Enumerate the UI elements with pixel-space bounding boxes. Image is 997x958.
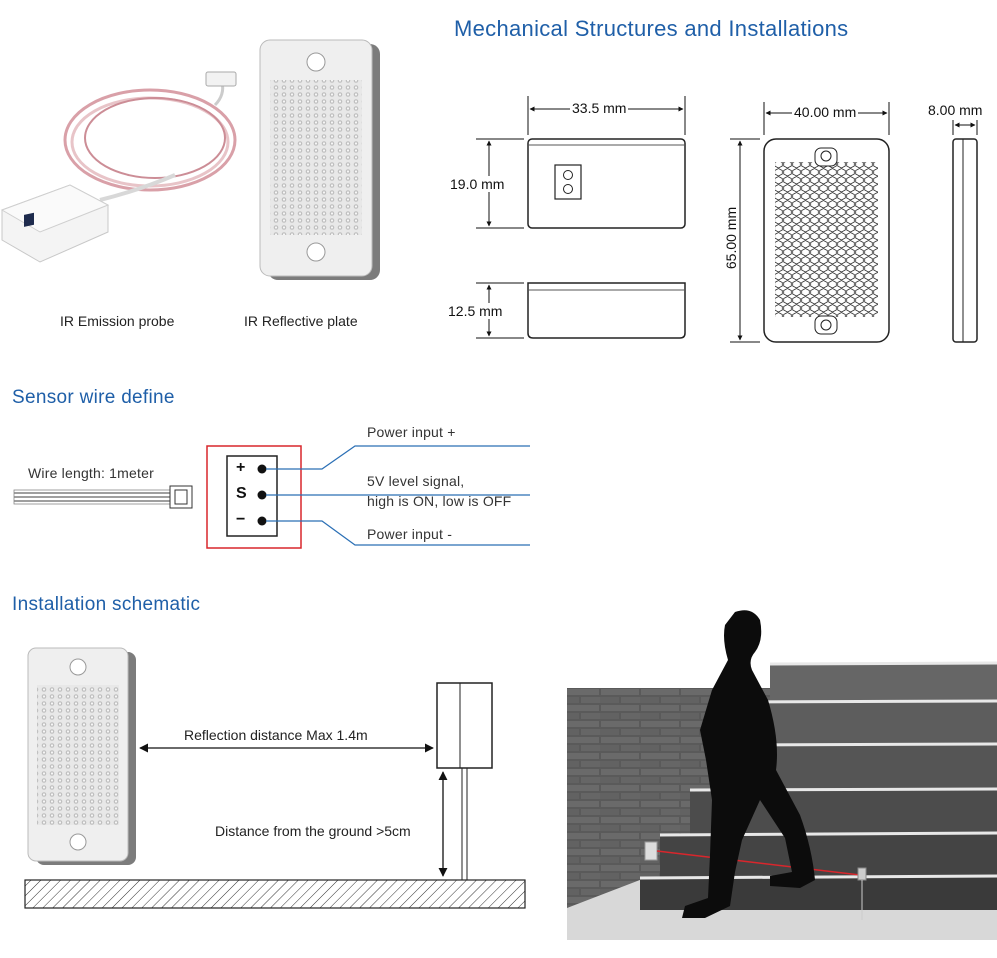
- pin-plus-label: +: [236, 459, 246, 476]
- pin-signal-label: S: [236, 485, 247, 502]
- mechanical-title: Mechanical Structures and Installations: [454, 16, 849, 41]
- probe-caption: IR Emission probe: [60, 313, 175, 329]
- box-width-dimension: 33.5 mm: [570, 100, 629, 116]
- sensor-box-side-drawing: [476, 282, 686, 339]
- signal-label-line2: high is ON, low is OFF: [367, 493, 512, 509]
- ir-emission-probe-image: [0, 71, 237, 263]
- pin-minus-label: −: [236, 511, 246, 528]
- box-depth-dimension: 12.5 mm: [446, 303, 505, 319]
- plate-height-dimension: 65.00 mm: [723, 204, 740, 272]
- stairs-scene-image: [567, 610, 997, 940]
- ground-hatch: [24, 879, 526, 909]
- installation-section-title: Installation schematic: [12, 594, 201, 615]
- power-plus-label: Power input +: [367, 424, 456, 440]
- reflective-plate-drawing: [730, 102, 890, 343]
- wire-section-title: Sensor wire define: [12, 387, 175, 408]
- wire-diagram: [13, 445, 530, 549]
- wire-length-label: Wire length: 1meter: [28, 465, 154, 481]
- installation-reflector-image: [27, 647, 136, 865]
- plate-thickness-drawing: [952, 120, 978, 343]
- plate-width-dimension: 40.00 mm: [792, 104, 859, 120]
- reflection-distance-label: Reflection distance Max 1.4m: [184, 727, 368, 743]
- plate-caption: IR Reflective plate: [244, 313, 358, 329]
- ir-reflective-plate-image: [259, 39, 380, 280]
- installation-sensor-drawing: [139, 682, 493, 880]
- signal-label-line1: 5V level signal,: [367, 473, 465, 489]
- sensor-box-front-drawing: [476, 96, 686, 229]
- plate-thickness-dimension: 8.00 mm: [926, 102, 985, 118]
- power-minus-label: Power input -: [367, 526, 453, 542]
- ground-distance-label: Distance from the ground >5cm: [215, 823, 411, 839]
- box-height-dimension: 19.0 mm: [448, 176, 507, 192]
